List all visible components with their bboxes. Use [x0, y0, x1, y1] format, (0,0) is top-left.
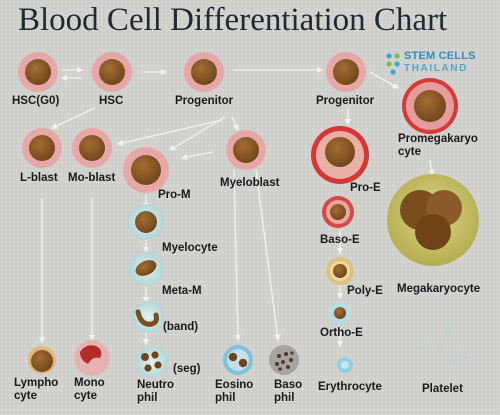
- page-title: Blood Cell Differentiation Chart: [18, 2, 448, 38]
- arrows: [38, 66, 435, 348]
- label-megakaryocyte: Megakaryocyte: [397, 283, 481, 295]
- cell-meta-m: [129, 252, 163, 286]
- label-baso-e: Baso-E: [320, 234, 360, 246]
- arrow-progenitor-to-promegakaryocyte: [369, 71, 400, 89]
- label-erythrocyte: Erythrocyte: [318, 381, 382, 393]
- label-pro-m: Pro-M: [158, 189, 191, 201]
- cell-promegakaryocyte: [402, 78, 458, 134]
- cell-mo-blast: [72, 128, 112, 168]
- label-meta-m: Meta-M: [162, 285, 202, 297]
- cell-basophil: [269, 345, 299, 375]
- label-band: (band): [163, 321, 199, 333]
- logo-line1: STEM CELLS: [404, 50, 476, 62]
- cell-hsc: [92, 52, 132, 92]
- label-basophil: Baso phil: [274, 379, 303, 404]
- label-monocyte: Mono cyte: [74, 377, 105, 402]
- stem-cell-logo-icon: [386, 53, 400, 75]
- cell-band: [132, 301, 164, 333]
- cell-progenitor-myeloid: [184, 52, 224, 92]
- label-progenitor-erythroid: Progenitor: [316, 95, 375, 107]
- cell-poly-e: [326, 257, 354, 285]
- label-pro-e: Pro-E: [350, 182, 381, 194]
- cell-myelocyte: [128, 204, 164, 240]
- label-seg: (seg): [173, 363, 201, 375]
- cell-neutrophil: [136, 346, 168, 378]
- label-mo-blast: Mo-blast: [68, 172, 116, 184]
- arrow-progenitor-to-myeloblast: [231, 116, 239, 132]
- platelets: [417, 327, 468, 365]
- label-promegakaryocyte: Promegakaryo cyte: [398, 133, 478, 158]
- label-lymphocyte: Lympho cyte: [14, 377, 59, 402]
- label-ortho-e: Ortho-E: [320, 327, 363, 339]
- cell-erythrocyte: [337, 357, 353, 373]
- cell-pro-m: [123, 147, 169, 193]
- label-eosinophil: Eosino phil: [215, 379, 254, 404]
- arrow-hsc-to-lblast: [50, 107, 96, 129]
- label-platelet: Platelet: [422, 383, 463, 395]
- label-hsc-g0: HSC(G0): [12, 95, 60, 107]
- cell-lymphocyte: [28, 346, 56, 374]
- arrow-myeloblast-to-prom: [180, 151, 214, 161]
- cell-baso-e: [322, 196, 354, 228]
- cell-ortho-e: [329, 302, 351, 324]
- cell-l-blast: [22, 128, 62, 168]
- cell-eosinophil: [223, 345, 253, 375]
- arrow-progenitor-to-prom: [168, 116, 226, 151]
- cell-hsc-g0: [18, 52, 58, 92]
- cell-pro-e: [311, 126, 369, 184]
- label-l-blast: L-blast: [20, 172, 58, 184]
- arrow-myeloblast-to-eosino: [233, 169, 242, 342]
- arrow-promega-to-mega: [428, 159, 435, 177]
- label-neutrophil: Neutro phil: [137, 379, 175, 404]
- stem-cells-thailand-logo: STEM CELLS THAILAND: [385, 50, 495, 80]
- cell-progenitor-erythroid: [326, 52, 366, 92]
- label-progenitor-myeloid: Progenitor: [175, 95, 234, 107]
- cell-myeloblast: [226, 130, 266, 170]
- cell-monocyte: [74, 340, 110, 376]
- arrow-progenitor-to-moblast: [116, 119, 223, 146]
- label-hsc: HSC: [99, 95, 124, 107]
- label-myeloblast: Myeloblast: [220, 177, 280, 189]
- logo-line2: THAILAND: [404, 63, 468, 74]
- label-poly-e: Poly-E: [347, 285, 383, 297]
- label-myelocyte: Myelocyte: [162, 242, 218, 254]
- cell-megakaryocyte: [387, 174, 479, 266]
- arrow-myeloblast-to-baso: [255, 169, 281, 342]
